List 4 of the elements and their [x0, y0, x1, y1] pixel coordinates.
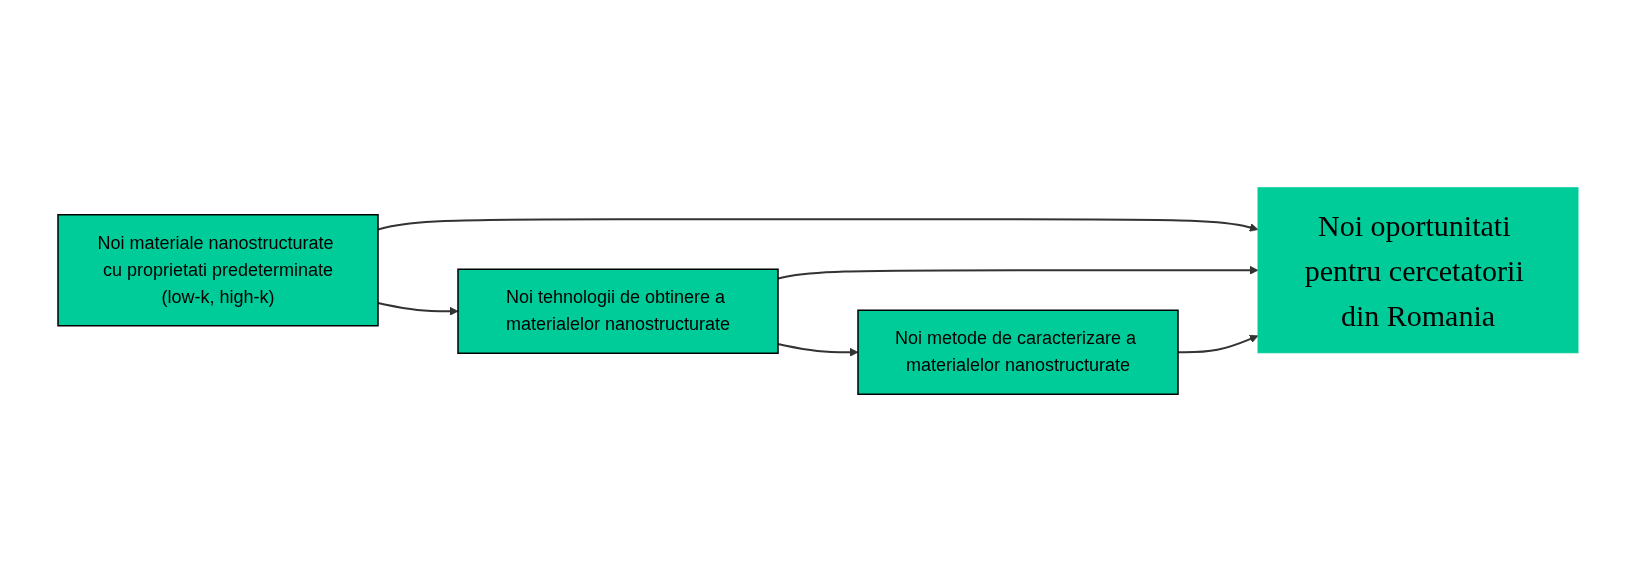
node-box: Noi materiale nanostructurate cu proprietati predeterminate (low-k, high-k) [57, 214, 379, 327]
node-box: Noi oportunitati pentru cercetatorii din Romania [1257, 187, 1579, 354]
node-box: Noi metode de caracterizare a materialelor nanostructurate [857, 309, 1179, 395]
node-box: Noi tehnologii de obtinere a materialelor nanostructurate [457, 268, 779, 354]
